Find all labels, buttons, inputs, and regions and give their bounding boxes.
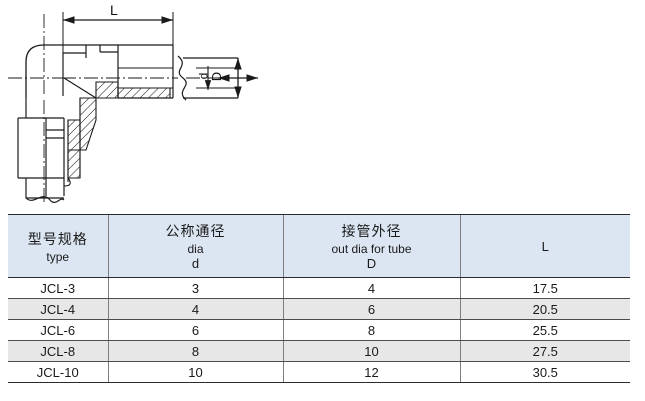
column-header-type-cn: 型号规格 <box>27 230 88 247</box>
cell-outdia: 6 <box>282 298 460 320</box>
specification-table-container: 型号规格 type 公称通径 dia d 接管外径 out dia for tu… <box>8 214 630 383</box>
column-header-dia-cn: 公称通径 <box>165 223 226 239</box>
dimension-label-d: d <box>196 72 211 80</box>
tube-outline <box>183 57 238 99</box>
elbow-miter-line <box>63 77 97 99</box>
cell-type: JCL-8 <box>8 340 108 362</box>
column-header-outdia-cn: 接管外径 <box>341 223 402 239</box>
cell-dia: 8 <box>107 340 283 362</box>
cell-type: JCL-10 <box>8 361 108 383</box>
column-header-outdia-en: out dia for tube <box>331 242 412 256</box>
column-header-outdia-symbol: D <box>366 256 377 271</box>
technical-drawing: L d D <box>8 2 258 204</box>
cell-length: 27.5 <box>459 340 630 362</box>
specification-table: 型号规格 type 公称通径 dia d 接管外径 out dia for tu… <box>8 214 630 383</box>
cell-length: 25.5 <box>459 319 630 341</box>
section-hatch-joint <box>95 81 119 99</box>
cell-type: JCL-3 <box>8 277 108 299</box>
elbow-fitting-drawing-svg <box>8 12 258 204</box>
cell-outdia: 4 <box>282 277 460 299</box>
cell-dia: 10 <box>107 361 283 383</box>
cell-dia: 6 <box>107 319 283 341</box>
break-line-right <box>177 55 187 101</box>
table-header-row: 型号规格 type 公称通径 dia d 接管外径 out dia for tu… <box>8 214 630 278</box>
table-header: 型号规格 type 公称通径 dia d 接管外径 out dia for tu… <box>8 214 630 278</box>
column-header-length-symbol: L <box>541 238 549 254</box>
dimension-label-L: L <box>110 2 118 18</box>
cell-dia: 3 <box>107 277 283 299</box>
centerlines <box>8 14 232 204</box>
section-hatch-vertical-lower <box>67 119 81 179</box>
column-header-dia-symbol: d <box>191 256 200 271</box>
cell-length: 20.5 <box>459 298 630 320</box>
table-row: JCL-10 10 12 30.5 <box>8 361 630 383</box>
column-header-outdia: 接管外径 out dia for tube D <box>282 214 460 278</box>
cell-outdia: 8 <box>282 319 460 341</box>
cell-type: JCL-4 <box>8 298 108 320</box>
column-header-type-en: type <box>46 249 70 264</box>
cell-outdia: 10 <box>282 340 460 362</box>
cell-length: 17.5 <box>459 277 630 299</box>
column-header-type: 型号规格 type <box>8 214 108 278</box>
column-header-length: L <box>459 214 630 278</box>
cell-length: 30.5 <box>459 361 630 383</box>
column-header-dia-en: dia <box>187 242 204 256</box>
elbow-vertical-body <box>17 98 65 199</box>
table-row: JCL-3 3 4 17.5 <box>8 277 630 299</box>
table-body: JCL-3 3 4 17.5 JCL-4 4 6 20.5 JCL-6 6 8 … <box>8 277 630 383</box>
break-line-bottom <box>25 196 65 203</box>
cell-type: JCL-6 <box>8 319 108 341</box>
table-row: JCL-8 8 10 27.5 <box>8 340 630 362</box>
dimension-label-D: D <box>209 71 225 82</box>
section-hatch-horizontal <box>117 87 171 99</box>
section-hatch-vertical-upper <box>79 97 97 151</box>
table-row: JCL-6 6 8 25.5 <box>8 319 630 341</box>
table-row: JCL-4 4 6 20.5 <box>8 298 630 320</box>
column-header-dia: 公称通径 dia d <box>107 214 283 278</box>
cell-dia: 4 <box>107 298 283 320</box>
cell-outdia: 12 <box>282 361 460 383</box>
